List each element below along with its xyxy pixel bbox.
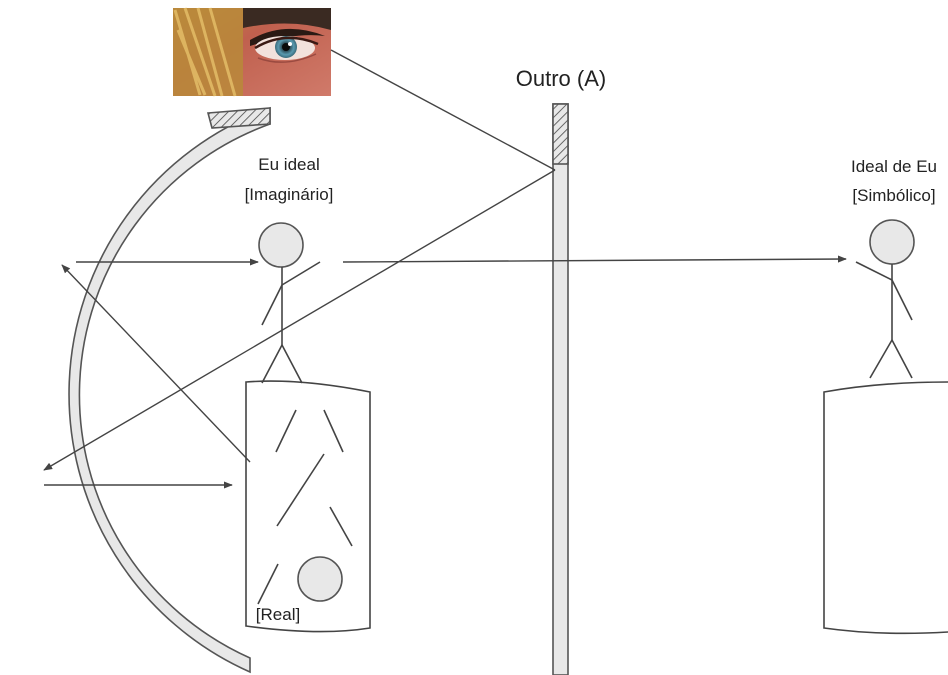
ray-real-to-arc xyxy=(61,264,251,463)
label-other: Outro (A) xyxy=(516,66,606,91)
vase-right xyxy=(823,381,948,635)
label-ideal-ego-2: [Imaginário] xyxy=(245,185,334,204)
head xyxy=(258,222,304,268)
ray-mirror-to-arc xyxy=(43,169,556,471)
ray-figure-to-ideal xyxy=(342,255,847,263)
concave-mirror xyxy=(68,106,271,674)
ray-eye-to-mirror xyxy=(330,49,556,171)
flower-ball xyxy=(297,556,343,602)
rays xyxy=(43,49,847,489)
label-ideal-ego-1: Eu ideal xyxy=(258,155,319,174)
stick-figure-right xyxy=(855,219,915,379)
plane-mirror xyxy=(552,103,569,675)
eye-photo xyxy=(173,7,331,97)
vase-left xyxy=(245,380,371,633)
label-ego-ideal-2: [Simbólico] xyxy=(852,186,935,205)
label-ego-ideal-1: Ideal de Eu xyxy=(851,157,937,176)
head xyxy=(869,219,915,265)
label-real: [Real] xyxy=(256,605,300,624)
stick-figure-left xyxy=(258,222,321,384)
